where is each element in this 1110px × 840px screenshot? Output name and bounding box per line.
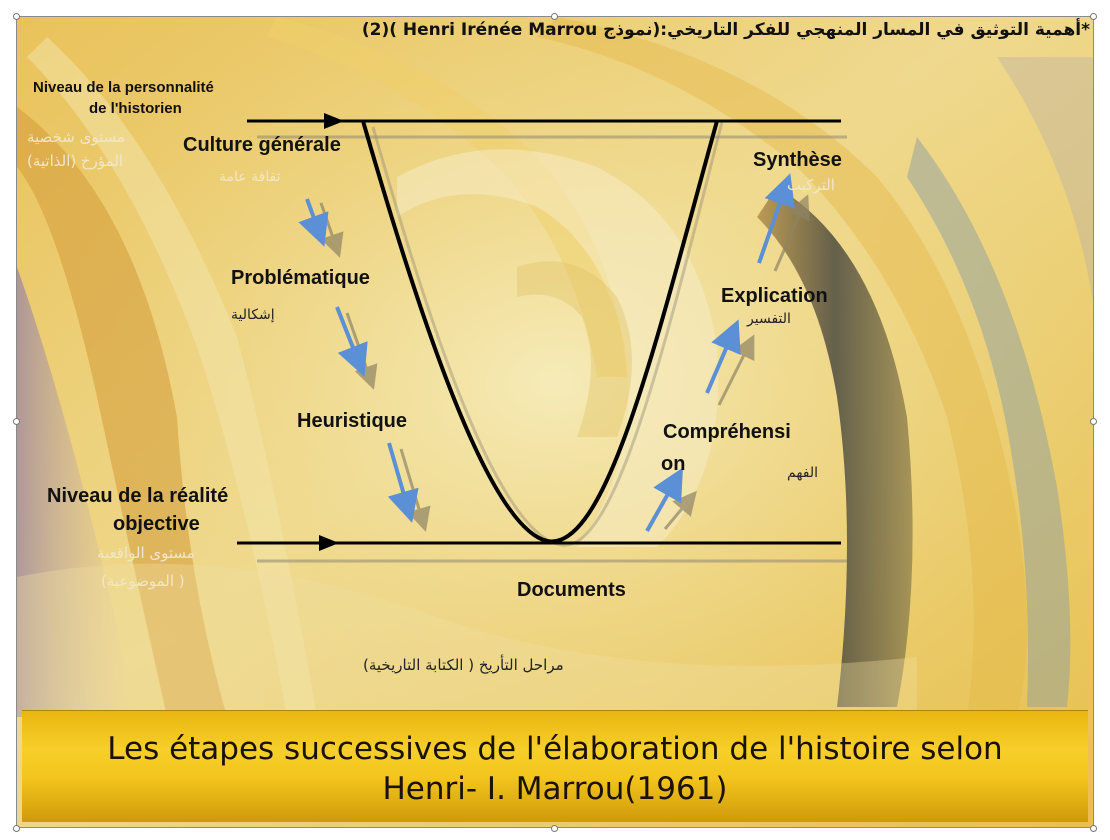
top-level-label-line1: Niveau de la personnalité (33, 80, 214, 97)
bottom-level-label-ar-line2: ( الموضوعية) (101, 573, 185, 590)
step-comprehension-line1: Compréhensi (663, 421, 791, 443)
node-documents: Documents (517, 579, 626, 601)
selection-handle[interactable] (1090, 825, 1097, 832)
step-problematique: Problématique (231, 267, 370, 289)
arrow-up-1 (647, 471, 681, 531)
selection-handle[interactable] (1090, 418, 1097, 425)
step-heuristique: Heuristique (297, 410, 407, 432)
step-explication: Explication (721, 285, 828, 307)
bottom-level-label-ar-line1: مستوى الواقعية (97, 545, 195, 562)
caption-banner: Les étapes successives de l'élaboration … (22, 710, 1088, 822)
slide-frame: Niveau de la personnalité de l'historien… (16, 16, 1094, 828)
bottom-level-label-line1: Niveau de la réalité (47, 485, 228, 507)
arrow-up-2 (707, 323, 737, 393)
step-explication-ar: التفسير (747, 311, 791, 327)
banner-line-2: Henri- I. Marrou(1961) (22, 771, 1088, 807)
top-level-label-ar-line2: المؤرخ (الذاتية) (27, 153, 123, 170)
selection-handle[interactable] (13, 825, 20, 832)
step-synthese: Synthèse (753, 149, 842, 171)
top-level-label-ar-line1: مستوى شخصية (27, 129, 125, 146)
diagram-caption-ar: مراحل التأريخ ( الكتابة التاريخية) (363, 657, 564, 674)
banner-line-1: Les étapes successives de l'élaboration … (22, 731, 1088, 767)
bottom-level-label-line2: objective (113, 513, 200, 535)
step-culture-generale-ar: ثقافة عامة (219, 169, 281, 185)
arrow-down-2 (337, 307, 363, 373)
diagram-lines (17, 17, 1094, 828)
v-curve (363, 121, 717, 541)
slide-title: *أهمية التوثيق في المسار المنهجي للفكر ا… (240, 20, 1090, 40)
selection-handle[interactable] (551, 825, 558, 832)
top-level-label-line2: de l'historien (89, 101, 182, 118)
step-comprehension-ar: الفهم (787, 465, 818, 481)
selection-handle[interactable] (13, 418, 20, 425)
arrow-down-3 (389, 443, 411, 519)
selection-handle[interactable] (1090, 13, 1097, 20)
selection-handle[interactable] (551, 13, 558, 20)
step-problematique-ar: إشكالية (231, 307, 275, 323)
v-curve-shadow (373, 122, 722, 545)
selection-handle[interactable] (13, 13, 20, 20)
step-comprehension-line2: on (661, 453, 685, 475)
step-synthese-ar: التركيب (787, 177, 835, 194)
step-culture-generale: Culture générale (183, 134, 341, 156)
